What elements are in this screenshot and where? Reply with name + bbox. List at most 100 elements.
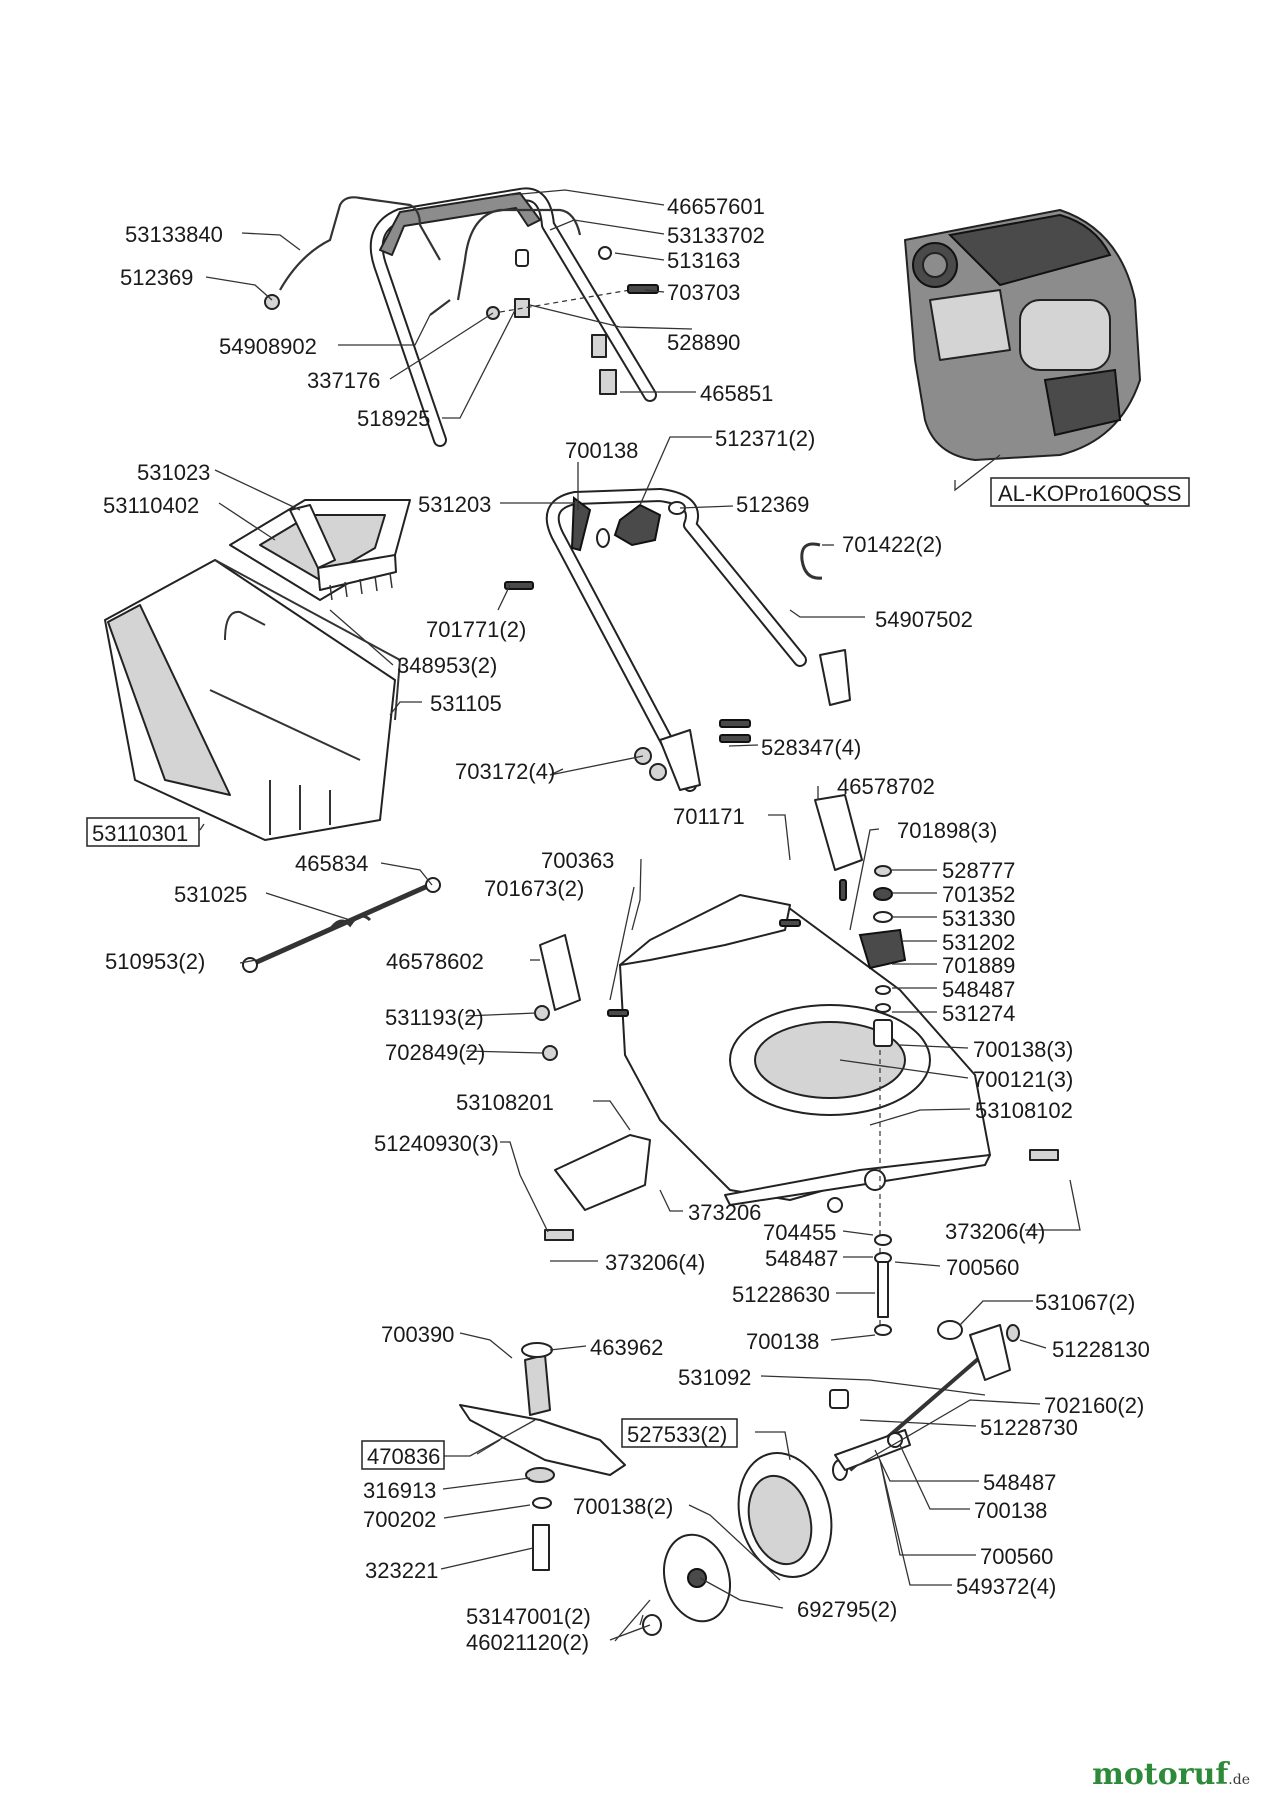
label-46657601: 46657601 (667, 194, 765, 219)
label-531330: 531330 (942, 906, 1015, 931)
label-528777: 528777 (942, 858, 1015, 883)
control-bow (279, 196, 582, 316)
label-548487-axle: 548487 (983, 1470, 1056, 1495)
label-701673-2: 701673(2) (484, 876, 584, 901)
label-692795-2: 692795(2) (797, 1597, 897, 1622)
label-531025: 531025 (174, 882, 247, 907)
label-373206-4-right: 373206(4) (945, 1219, 1045, 1244)
label-701898-3: 701898(3) (897, 818, 997, 843)
label-51228130: 51228130 (1052, 1337, 1150, 1362)
label-531067-2: 531067(2) (1035, 1290, 1135, 1315)
label-513163: 513163 (667, 248, 740, 273)
label-700138-3: 700138(3) (973, 1037, 1073, 1062)
label-catcher: 53110301 (92, 821, 188, 846)
handle-fasteners (264, 246, 659, 395)
label-51228730: 51228730 (980, 1415, 1078, 1440)
label-512371-2: 512371(2) (715, 426, 815, 451)
brand-logo: motoruf.de (1092, 1757, 1250, 1792)
label-700390: 700390 (381, 1322, 454, 1347)
brand-domain: .de (1228, 1772, 1250, 1788)
catcher-label-box (86, 817, 200, 847)
label-53133840: 53133840 (125, 222, 223, 247)
label-blade: 470836 (367, 1444, 440, 1469)
mower-deck (619, 894, 991, 1213)
label-700138-2: 700138(2) (573, 1494, 673, 1519)
label-531202: 531202 (942, 930, 1015, 955)
engine (904, 209, 1141, 461)
label-701171: 701171 (673, 804, 745, 829)
label-548487-shaft: 548487 (765, 1246, 838, 1271)
label-703172-4: 703172(4) (455, 759, 555, 784)
label-700138-shaft: 700138 (746, 1329, 819, 1354)
wheel-label-box (621, 1418, 738, 1448)
label-51240930-3: 51240930(3) (374, 1131, 499, 1156)
label-704455: 704455 (763, 1220, 836, 1245)
label-701352: 701352 (942, 882, 1015, 907)
label-373206-4-left: 373206(4) (605, 1250, 705, 1275)
label-53147001-2: 53147001(2) (466, 1604, 591, 1629)
grass-catcher (104, 559, 402, 841)
label-700202: 700202 (363, 1507, 436, 1532)
label-549372-4: 549372(4) (956, 1574, 1056, 1599)
label-700560-axle: 700560 (980, 1544, 1053, 1569)
label-465851: 465851 (700, 381, 773, 406)
label-531023: 531023 (137, 460, 210, 485)
label-701889: 701889 (942, 953, 1015, 978)
label-700138-axle: 700138 (974, 1498, 1047, 1523)
label-337176: 337176 (307, 368, 380, 393)
label-465834: 465834 (295, 851, 368, 876)
part-labels: 46657601 53133840 53133702 512369 513163… (103, 194, 1150, 1655)
label-702849-2: 702849(2) (385, 1040, 485, 1065)
label-engine: AL-KOPro160QSS (998, 481, 1181, 506)
label-53108201: 53108201 (456, 1090, 554, 1115)
label-512369-top: 512369 (120, 265, 193, 290)
boxed-labels: AL-KOPro160QSS 53110301 470836 527533(2) (86, 477, 1190, 1470)
shaft-stack (874, 1050, 892, 1336)
engine-label-box (990, 477, 1190, 507)
leader-lines (199, 189, 1081, 1642)
label-512369-knob: 512369 (736, 492, 809, 517)
label-700138-handle: 700138 (565, 438, 638, 463)
label-531274: 531274 (942, 1001, 1015, 1026)
catcher-lid (229, 499, 411, 601)
blade-label-box (361, 1440, 445, 1470)
label-700121-3: 700121(3) (973, 1067, 1073, 1092)
label-702160-2: 702160(2) (1044, 1393, 1144, 1418)
blade-assembly (459, 1342, 626, 1571)
side-brackets (534, 794, 863, 1061)
label-548487-stack: 548487 (942, 977, 1015, 1002)
label-700560-shaft: 700560 (946, 1255, 1019, 1280)
label-531193-2: 531193(2) (385, 1005, 484, 1030)
label-510953-2: 510953(2) (105, 949, 205, 974)
label-51228630: 51228630 (732, 1282, 830, 1307)
label-463962: 463962 (590, 1335, 663, 1360)
label-703703: 703703 (667, 280, 740, 305)
label-316913: 316913 (363, 1478, 436, 1503)
label-701422-2: 701422(2) (842, 532, 942, 557)
label-528347-4: 528347(4) (761, 735, 861, 760)
label-373206: 373206 (688, 1200, 761, 1225)
label-323221: 323221 (365, 1558, 438, 1583)
label-53110402: 53110402 (103, 493, 199, 518)
label-wheel: 527533(2) (627, 1422, 727, 1447)
label-348953-2: 348953(2) (397, 653, 497, 678)
brand-name: motoruf (1092, 1757, 1229, 1792)
label-46021120-2: 46021120(2) (466, 1630, 589, 1655)
label-53133702: 53133702 (667, 223, 765, 248)
label-700363: 700363 (541, 848, 614, 873)
label-531203: 531203 (418, 492, 491, 517)
upper-handle (369, 187, 657, 447)
label-528890: 528890 (667, 330, 740, 355)
label-53108102: 53108102 (975, 1098, 1073, 1123)
label-531105: 531105 (430, 691, 502, 716)
label-531092: 531092 (678, 1365, 751, 1390)
label-54907502: 54907502 (875, 607, 973, 632)
label-701771-2: 701771(2) (426, 617, 526, 642)
label-46578602: 46578602 (386, 949, 484, 974)
spacer-stack (858, 865, 907, 1047)
wheel-assembly (642, 1452, 848, 1636)
label-518925: 518925 (357, 406, 430, 431)
label-46578702: 46578702 (837, 774, 935, 799)
rear-axle (829, 1320, 1020, 1472)
